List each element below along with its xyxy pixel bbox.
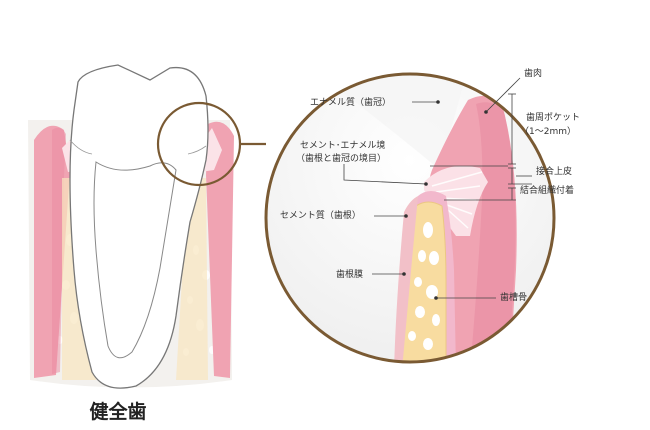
cementum-layer — [394, 196, 418, 362]
label-gingiva: 歯肉 — [524, 67, 542, 79]
label-cej: セメント･エナメル境 — [300, 139, 385, 151]
label-pocket: 歯周ポケット — [526, 111, 580, 123]
label-pdl: 歯根膜 — [336, 268, 363, 280]
right-bone-column — [176, 178, 208, 380]
labels: 歯肉 エナメル質（歯冠） 歯周ポケット （1～2mm） セメント･エナメル境 （… — [280, 67, 580, 303]
bone-cavities — [408, 222, 440, 350]
whole-tooth — [28, 64, 266, 389]
label-enamel: エナメル質（歯冠） — [310, 96, 391, 108]
zoom-circle — [264, 72, 556, 364]
caption: 健全歯 — [89, 400, 146, 423]
left-cej-line — [69, 139, 93, 155]
right-gum — [206, 121, 234, 378]
label-pocket-range: （1～2mm） — [520, 126, 576, 137]
right-cej-line — [187, 145, 207, 155]
label-alveolar-bone: 歯槽骨 — [500, 291, 527, 303]
zoom-circle-border — [264, 72, 556, 364]
pulp-outline — [93, 161, 177, 359]
gingiva-shade — [470, 102, 516, 362]
label-connective-attachment: 結合組織付着 — [520, 184, 574, 196]
label-cementum: セメント質（歯根） — [280, 209, 361, 221]
label-cej-note: （歯根と歯冠の境目） — [296, 152, 386, 164]
label-junctional-epithelium: 接合上皮 — [536, 165, 572, 177]
